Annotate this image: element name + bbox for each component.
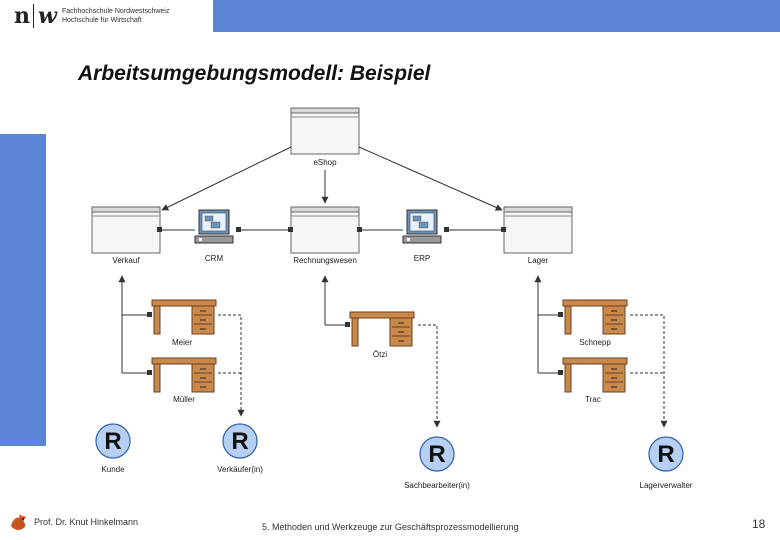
role-sachbearbeiter-letter: R bbox=[428, 441, 445, 468]
desk-oetzi-icon bbox=[349, 311, 415, 347]
erp-computer-icon bbox=[402, 209, 442, 244]
label-crm: CRM bbox=[205, 254, 224, 263]
label-kunde: Kunde bbox=[101, 465, 125, 474]
label-oetzi: Ötzi bbox=[373, 350, 387, 359]
desk-meier-icon bbox=[151, 299, 217, 335]
desk-schnepp-icon bbox=[562, 299, 628, 335]
desk-mueller-icon bbox=[151, 357, 217, 393]
side-accent-bar bbox=[0, 134, 46, 446]
logo-mark-n: n bbox=[14, 3, 30, 29]
org-name: Fachhochschule Nordwestschweiz Hochschul… bbox=[62, 7, 169, 25]
label-mueller: Müller bbox=[173, 395, 195, 404]
footer-author: Prof. Dr. Knut Hinkelmann bbox=[8, 512, 138, 532]
desk-trac-icon bbox=[562, 357, 628, 393]
crm-computer-icon bbox=[194, 209, 234, 244]
label-sachbearbeiter: Sachbearbeiter(in) bbox=[404, 481, 470, 490]
label-lager: Lager bbox=[528, 256, 549, 265]
eshop-window bbox=[290, 107, 360, 155]
role-kunde-letter: R bbox=[104, 428, 121, 455]
rooster-logo-icon bbox=[11, 514, 26, 530]
label-rechnungswesen: Rechnungswesen bbox=[293, 256, 357, 265]
label-schnepp: Schnepp bbox=[579, 338, 611, 347]
logo: n w Fachhochschule Nordwestschweiz Hochs… bbox=[14, 2, 169, 30]
course-title: 5. Methoden und Werkzeuge zur Geschäftsp… bbox=[262, 522, 519, 532]
header-accent-bar bbox=[213, 0, 780, 32]
label-verkauf: Verkauf bbox=[112, 256, 140, 265]
verkauf-window bbox=[91, 206, 161, 254]
label-lagerverwalter: Lagerverwalter bbox=[640, 481, 693, 490]
label-erp: ERP bbox=[414, 254, 430, 263]
connector-lines bbox=[118, 146, 560, 374]
connector-dots bbox=[147, 227, 563, 375]
org-line-2: Hochschule für Wirtschaft bbox=[61, 17, 142, 24]
role-verkaeufer-letter: R bbox=[231, 428, 248, 455]
rechnungswesen-window bbox=[290, 206, 360, 254]
org-line-1: Fachhochschule Nordwestschweiz bbox=[61, 8, 170, 15]
role-lagerverwalter-letter: R bbox=[657, 441, 674, 468]
label-eshop: eShop bbox=[313, 158, 337, 167]
lager-window bbox=[503, 206, 573, 254]
logo-separator bbox=[33, 4, 34, 28]
page-title: Arbeitsumgebungsmodell: Beispiel bbox=[78, 62, 431, 85]
label-meier: Meier bbox=[172, 338, 192, 347]
label-trac: Trac bbox=[585, 395, 601, 404]
role-links bbox=[218, 314, 668, 428]
label-verkaeufer: Verkäufer(in) bbox=[217, 465, 263, 474]
page-number: 18 bbox=[752, 517, 766, 531]
author-name: Prof. Dr. Knut Hinkelmann bbox=[34, 517, 139, 527]
logo-mark-w: w bbox=[38, 3, 57, 29]
